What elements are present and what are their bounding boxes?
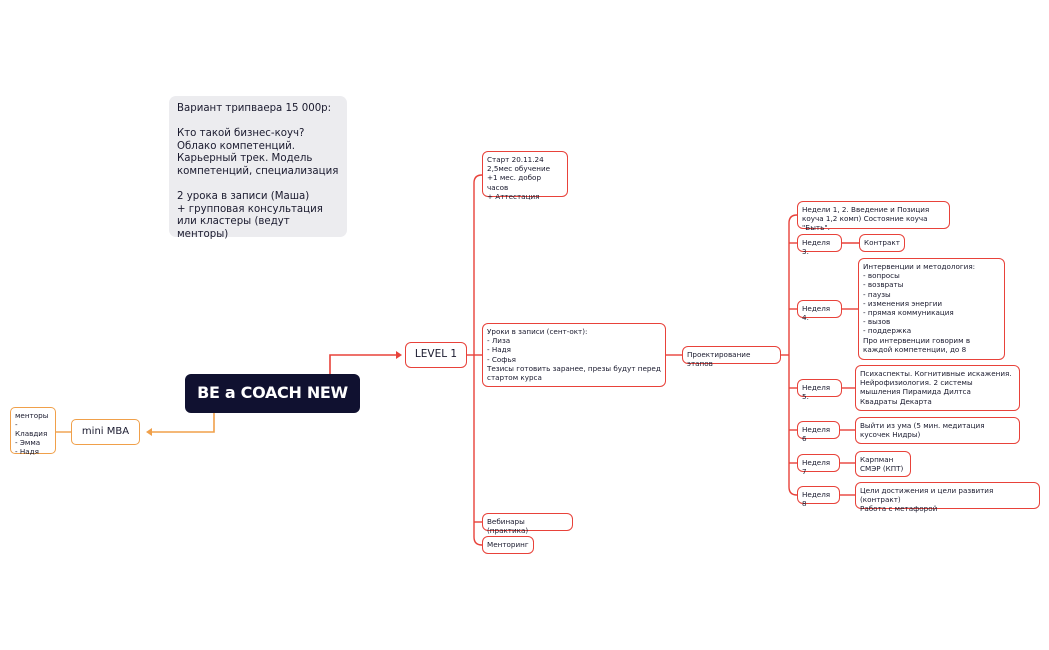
tripwire-note[interactable]: Вариант трипваера 15 000р: Кто такой биз…	[169, 96, 347, 240]
week-4-detail[interactable]: Интервенции и методология: - вопросы - в…	[858, 258, 1005, 360]
level1-node[interactable]: LEVEL 1	[405, 342, 467, 368]
week-7-node[interactable]: Неделя 7	[797, 454, 840, 476]
mentoring-node[interactable]: Менторинг	[482, 536, 534, 554]
week-3-node[interactable]: Неделя 3.	[797, 234, 842, 256]
design-stages-node[interactable]: Проектирование этапов	[682, 346, 781, 368]
week-8-detail[interactable]: Цели достижения и цели развития (контрак…	[855, 482, 1040, 513]
mini-mba-node[interactable]: mini MBA	[71, 419, 140, 445]
start-node[interactable]: Старт 20.11.24 2,5мес обучение +1 мес. д…	[482, 151, 568, 201]
weeks-1-2-node[interactable]: Недели 1, 2. Введение и Позиция коуча 1,…	[797, 201, 950, 232]
mentors-node[interactable]: менторы - Клавдия - Эмма - Надя	[10, 407, 56, 456]
week-5-node[interactable]: Неделя 5.	[797, 379, 842, 401]
week-6-detail[interactable]: Выйти из ума (5 мин. медитация кусочек Н…	[855, 417, 1020, 444]
week-5-detail[interactable]: Психаспекты. Когнитивные искажения. Нейр…	[855, 365, 1020, 411]
root-node[interactable]: BE a COACH NEW	[185, 374, 360, 413]
week-3-detail[interactable]: Контракт	[859, 234, 905, 252]
lessons-node[interactable]: Уроки в записи (сент-окт): - Лиза - Надя…	[482, 323, 666, 387]
week-4-node[interactable]: Неделя 4.	[797, 300, 842, 322]
week-8-node[interactable]: Неделя 8	[797, 486, 840, 508]
week-6-node[interactable]: Неделя 6	[797, 421, 840, 443]
week-7-detail[interactable]: Карпман СМЭР (КПТ)	[855, 451, 911, 477]
webinars-node[interactable]: Вебинары (практика)	[482, 513, 573, 535]
